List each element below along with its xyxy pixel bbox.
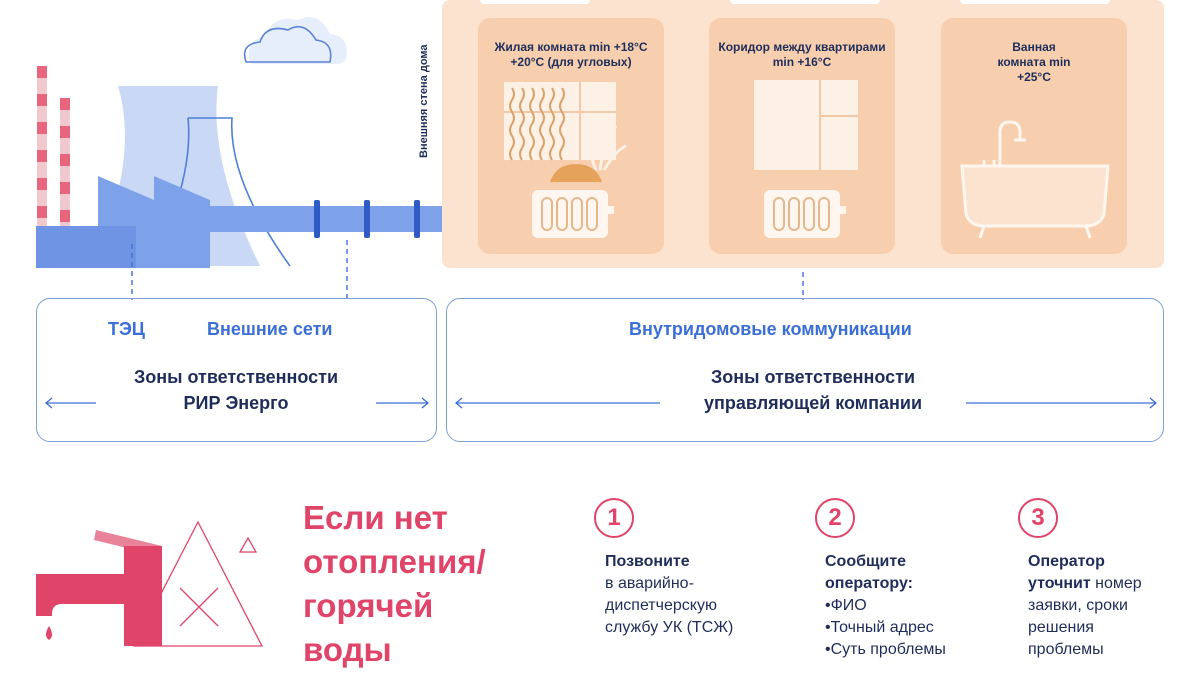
step-3-number: 3	[1018, 498, 1058, 538]
step-2-text: Сообщите оператору: •ФИО •Точный адрес •…	[825, 551, 946, 661]
door-icon	[754, 80, 858, 170]
step-1-number: 1	[594, 498, 634, 538]
list-item: •Суть проблемы	[825, 641, 946, 658]
in-house-communications-label: Внутридомовые коммуникации	[629, 319, 912, 339]
zone-rir-line1: Зоны ответственности	[133, 367, 339, 387]
room-title-living: Жилая комната min +18°C +20°C (для углов…	[494, 40, 648, 69]
step-1-text: Позвоните в аварийно- диспетчерскую служ…	[605, 551, 733, 639]
radiator-icon	[764, 190, 846, 238]
step-2-list: •ФИО •Точный адрес •Суть проблемы	[825, 595, 946, 661]
cloud-icon	[243, 17, 347, 64]
room-title-bathroom: Ванная комната min +25°C	[997, 40, 1071, 84]
zone-rir-energo-text: Зоны ответственности РИР Энерго	[96, 364, 376, 416]
tets-label: ТЭЦ	[108, 319, 145, 339]
zone-management-text: Зоны ответственности управляющей компани…	[660, 364, 966, 416]
warning-triangle-icon	[132, 520, 264, 647]
step-3-bold-part: уточнит	[1028, 575, 1091, 592]
room-title-corridor: Коридор между квартирами min +16°C	[718, 40, 886, 69]
step-3-rest-part: номер	[1090, 575, 1142, 592]
bathtub-icon	[960, 120, 1110, 239]
list-item: •ФИО	[825, 597, 867, 614]
step-2-bold-line2: оператору:	[825, 575, 913, 592]
headline: Если нет отопления/ горячей воды	[303, 496, 486, 672]
plant-icon	[550, 121, 627, 182]
headline-line4: воды	[303, 631, 392, 668]
step-2-number: 2	[815, 498, 855, 538]
step-1-line2: диспетчерскую	[605, 597, 717, 614]
factory-icon	[36, 176, 210, 268]
chimney-icon	[37, 66, 70, 226]
zone-box-management-company	[446, 298, 1164, 442]
step-3-line3: проблемы	[1028, 641, 1104, 658]
radiator-icon	[532, 190, 614, 238]
headline-line1: Если нет	[303, 499, 448, 536]
step-1-line1: в аварийно-	[605, 575, 694, 592]
headline-line2: отопления/	[303, 543, 486, 580]
zone-uk-line2: управляющей компании	[703, 393, 923, 413]
step-1-line3: службу УК (ТСЖ)	[605, 619, 734, 636]
heating-pipe	[180, 200, 442, 238]
step-3-bold-line1: Оператор	[1028, 553, 1105, 570]
headline-line3: горячей	[303, 587, 434, 624]
zone-box-rir-energo	[36, 298, 437, 442]
step-3-line2: решения	[1028, 619, 1094, 636]
step-1-bold: Позвоните	[605, 553, 690, 570]
curtain-icon	[509, 87, 565, 161]
step-3-text: Оператор уточнит номер заявки, сроки реш…	[1028, 551, 1142, 661]
list-item: •Точный адрес	[825, 619, 934, 636]
zone-uk-line1: Зоны ответственности	[710, 367, 916, 387]
zone-rir-line2: РИР Энерго	[183, 393, 289, 413]
step-2-bold-line1: Сообщите	[825, 553, 907, 570]
step-3-line1: заявки, сроки	[1028, 597, 1128, 614]
external-networks-label: Внешние сети	[207, 319, 333, 339]
